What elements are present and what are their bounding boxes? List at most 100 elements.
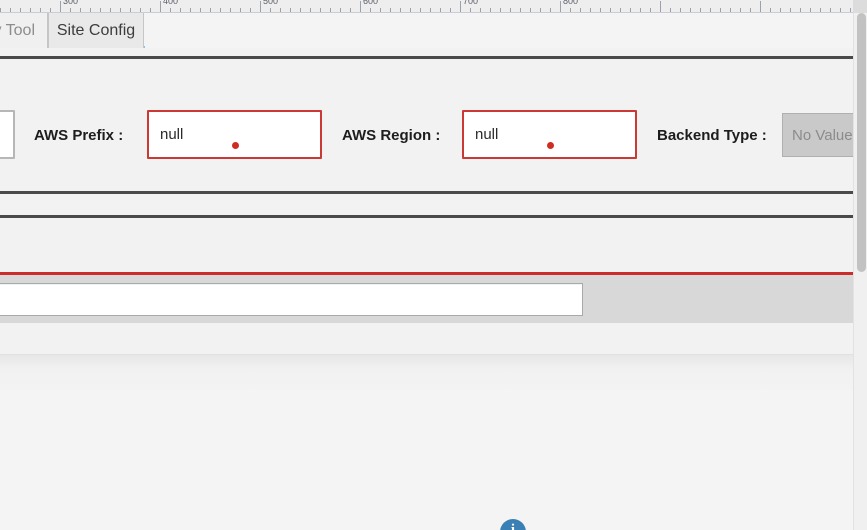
ruler-minor-tick (520, 8, 521, 12)
ruler-minor-tick (550, 8, 551, 12)
ruler-minor-tick (610, 8, 611, 12)
tab-site-config[interactable]: Site Config (48, 13, 144, 48)
aws-prefix-label: AWS Prefix : (34, 127, 124, 144)
ruler-minor-tick (780, 8, 781, 12)
backend-type-label: Backend Type : (657, 127, 767, 144)
aws-region-input[interactable]: null (462, 110, 637, 159)
ruler-minor-tick (600, 8, 601, 12)
ruler-minor-tick (710, 8, 711, 12)
ruler-minor-tick (390, 8, 391, 12)
ruler-label: 800 (563, 0, 579, 6)
content-panel: AWS Prefix : null AWS Region : null Back… (0, 48, 867, 355)
ruler-minor-tick (370, 8, 371, 12)
ruler-label: 700 (463, 0, 479, 6)
ruler-label: 600 (363, 0, 379, 6)
ruler-label: 500 (263, 0, 279, 6)
ruler-major-tick (60, 1, 61, 12)
ruler-minor-tick (430, 8, 431, 12)
ruler-minor-tick (650, 8, 651, 12)
divider-top (0, 56, 853, 59)
divider-red (0, 272, 853, 275)
ruler-minor-tick (820, 8, 821, 12)
info-icon[interactable]: i (500, 519, 526, 530)
ruler-minor-tick (20, 8, 21, 12)
divider-middle-lower (0, 215, 853, 218)
tab-y-tool[interactable]: y Tool (0, 13, 48, 48)
ruler-minor-tick (190, 8, 191, 12)
required-dot-icon (232, 142, 239, 149)
ruler-minor-tick (530, 8, 531, 12)
aws-region-value: null (475, 126, 499, 143)
ruler-minor-tick (620, 8, 621, 12)
ruler-minor-tick (790, 8, 791, 12)
backend-type-select[interactable]: No Value (782, 113, 867, 157)
ruler-minor-tick (340, 8, 341, 12)
ruler-minor-tick (690, 8, 691, 12)
ruler-major-tick (360, 1, 361, 12)
ruler-major-tick (560, 1, 561, 12)
required-dot-icon (547, 142, 554, 149)
ruler-minor-tick (320, 8, 321, 12)
vertical-scrollbar-thumb[interactable] (857, 13, 866, 272)
ruler-minor-tick (840, 8, 841, 12)
ruler-minor-tick (80, 8, 81, 12)
ruler-minor-tick (90, 8, 91, 12)
ruler-minor-tick (670, 8, 671, 12)
ruler-minor-tick (210, 8, 211, 12)
ruler-minor-tick (400, 8, 401, 12)
vertical-scrollbar[interactable] (853, 13, 867, 530)
ruler-minor-tick (300, 8, 301, 12)
ruler-minor-tick (230, 8, 231, 12)
bottom-text-input[interactable] (0, 283, 583, 316)
ruler-major-tick (460, 1, 461, 12)
ruler-major-tick (160, 1, 161, 12)
ruler-label: 300 (63, 0, 79, 6)
ruler-minor-tick (310, 8, 311, 12)
info-icon-glyph: i (510, 522, 516, 530)
ruler-major-tick (260, 1, 261, 12)
ruler-minor-tick (240, 8, 241, 12)
ruler-minor-tick (480, 8, 481, 12)
ruler-minor-tick (10, 8, 11, 12)
ruler-minor-tick (850, 8, 851, 12)
ruler-minor-tick (490, 8, 491, 12)
ruler-minor-tick (580, 8, 581, 12)
ruler-minor-tick (680, 8, 681, 12)
ruler-minor-tick (630, 8, 631, 12)
ruler-minor-tick (150, 8, 151, 12)
ruler-minor-tick (770, 8, 771, 12)
form-row: AWS Prefix : null AWS Region : null Back… (0, 110, 867, 170)
ruler-minor-tick (280, 8, 281, 12)
ruler-minor-tick (800, 8, 801, 12)
aws-prefix-input[interactable]: null (147, 110, 322, 159)
ruler-minor-tick (120, 8, 121, 12)
ruler-minor-tick (50, 8, 51, 12)
ruler-minor-tick (290, 8, 291, 12)
bottom-grey-bar (0, 275, 853, 323)
ruler-minor-tick (350, 8, 351, 12)
panel-footer-strip (0, 323, 853, 355)
aws-region-label: AWS Region : (342, 127, 441, 144)
ruler-major-tick (660, 1, 661, 12)
ruler-minor-tick (740, 8, 741, 12)
ruler-minor-tick (500, 8, 501, 12)
aws-prefix-value: null (160, 126, 184, 143)
partial-text-input-left[interactable] (0, 110, 15, 159)
ruler-minor-tick (170, 8, 171, 12)
ruler-minor-tick (250, 8, 251, 12)
ruler-minor-tick (570, 8, 571, 12)
backend-type-value: No Value (792, 126, 853, 144)
ruler-minor-tick (180, 8, 181, 12)
ruler-minor-tick (30, 8, 31, 12)
ruler-minor-tick (640, 8, 641, 12)
ruler-minor-tick (70, 8, 71, 12)
outer-background-area (0, 355, 867, 530)
ruler-minor-tick (200, 8, 201, 12)
tab-bar: y Tool Site Config (0, 13, 853, 48)
ruler-minor-tick (470, 8, 471, 12)
ruler-minor-tick (0, 8, 1, 12)
ruler-minor-tick (100, 8, 101, 12)
ruler-minor-tick (810, 8, 811, 12)
ruler-minor-tick (110, 8, 111, 12)
